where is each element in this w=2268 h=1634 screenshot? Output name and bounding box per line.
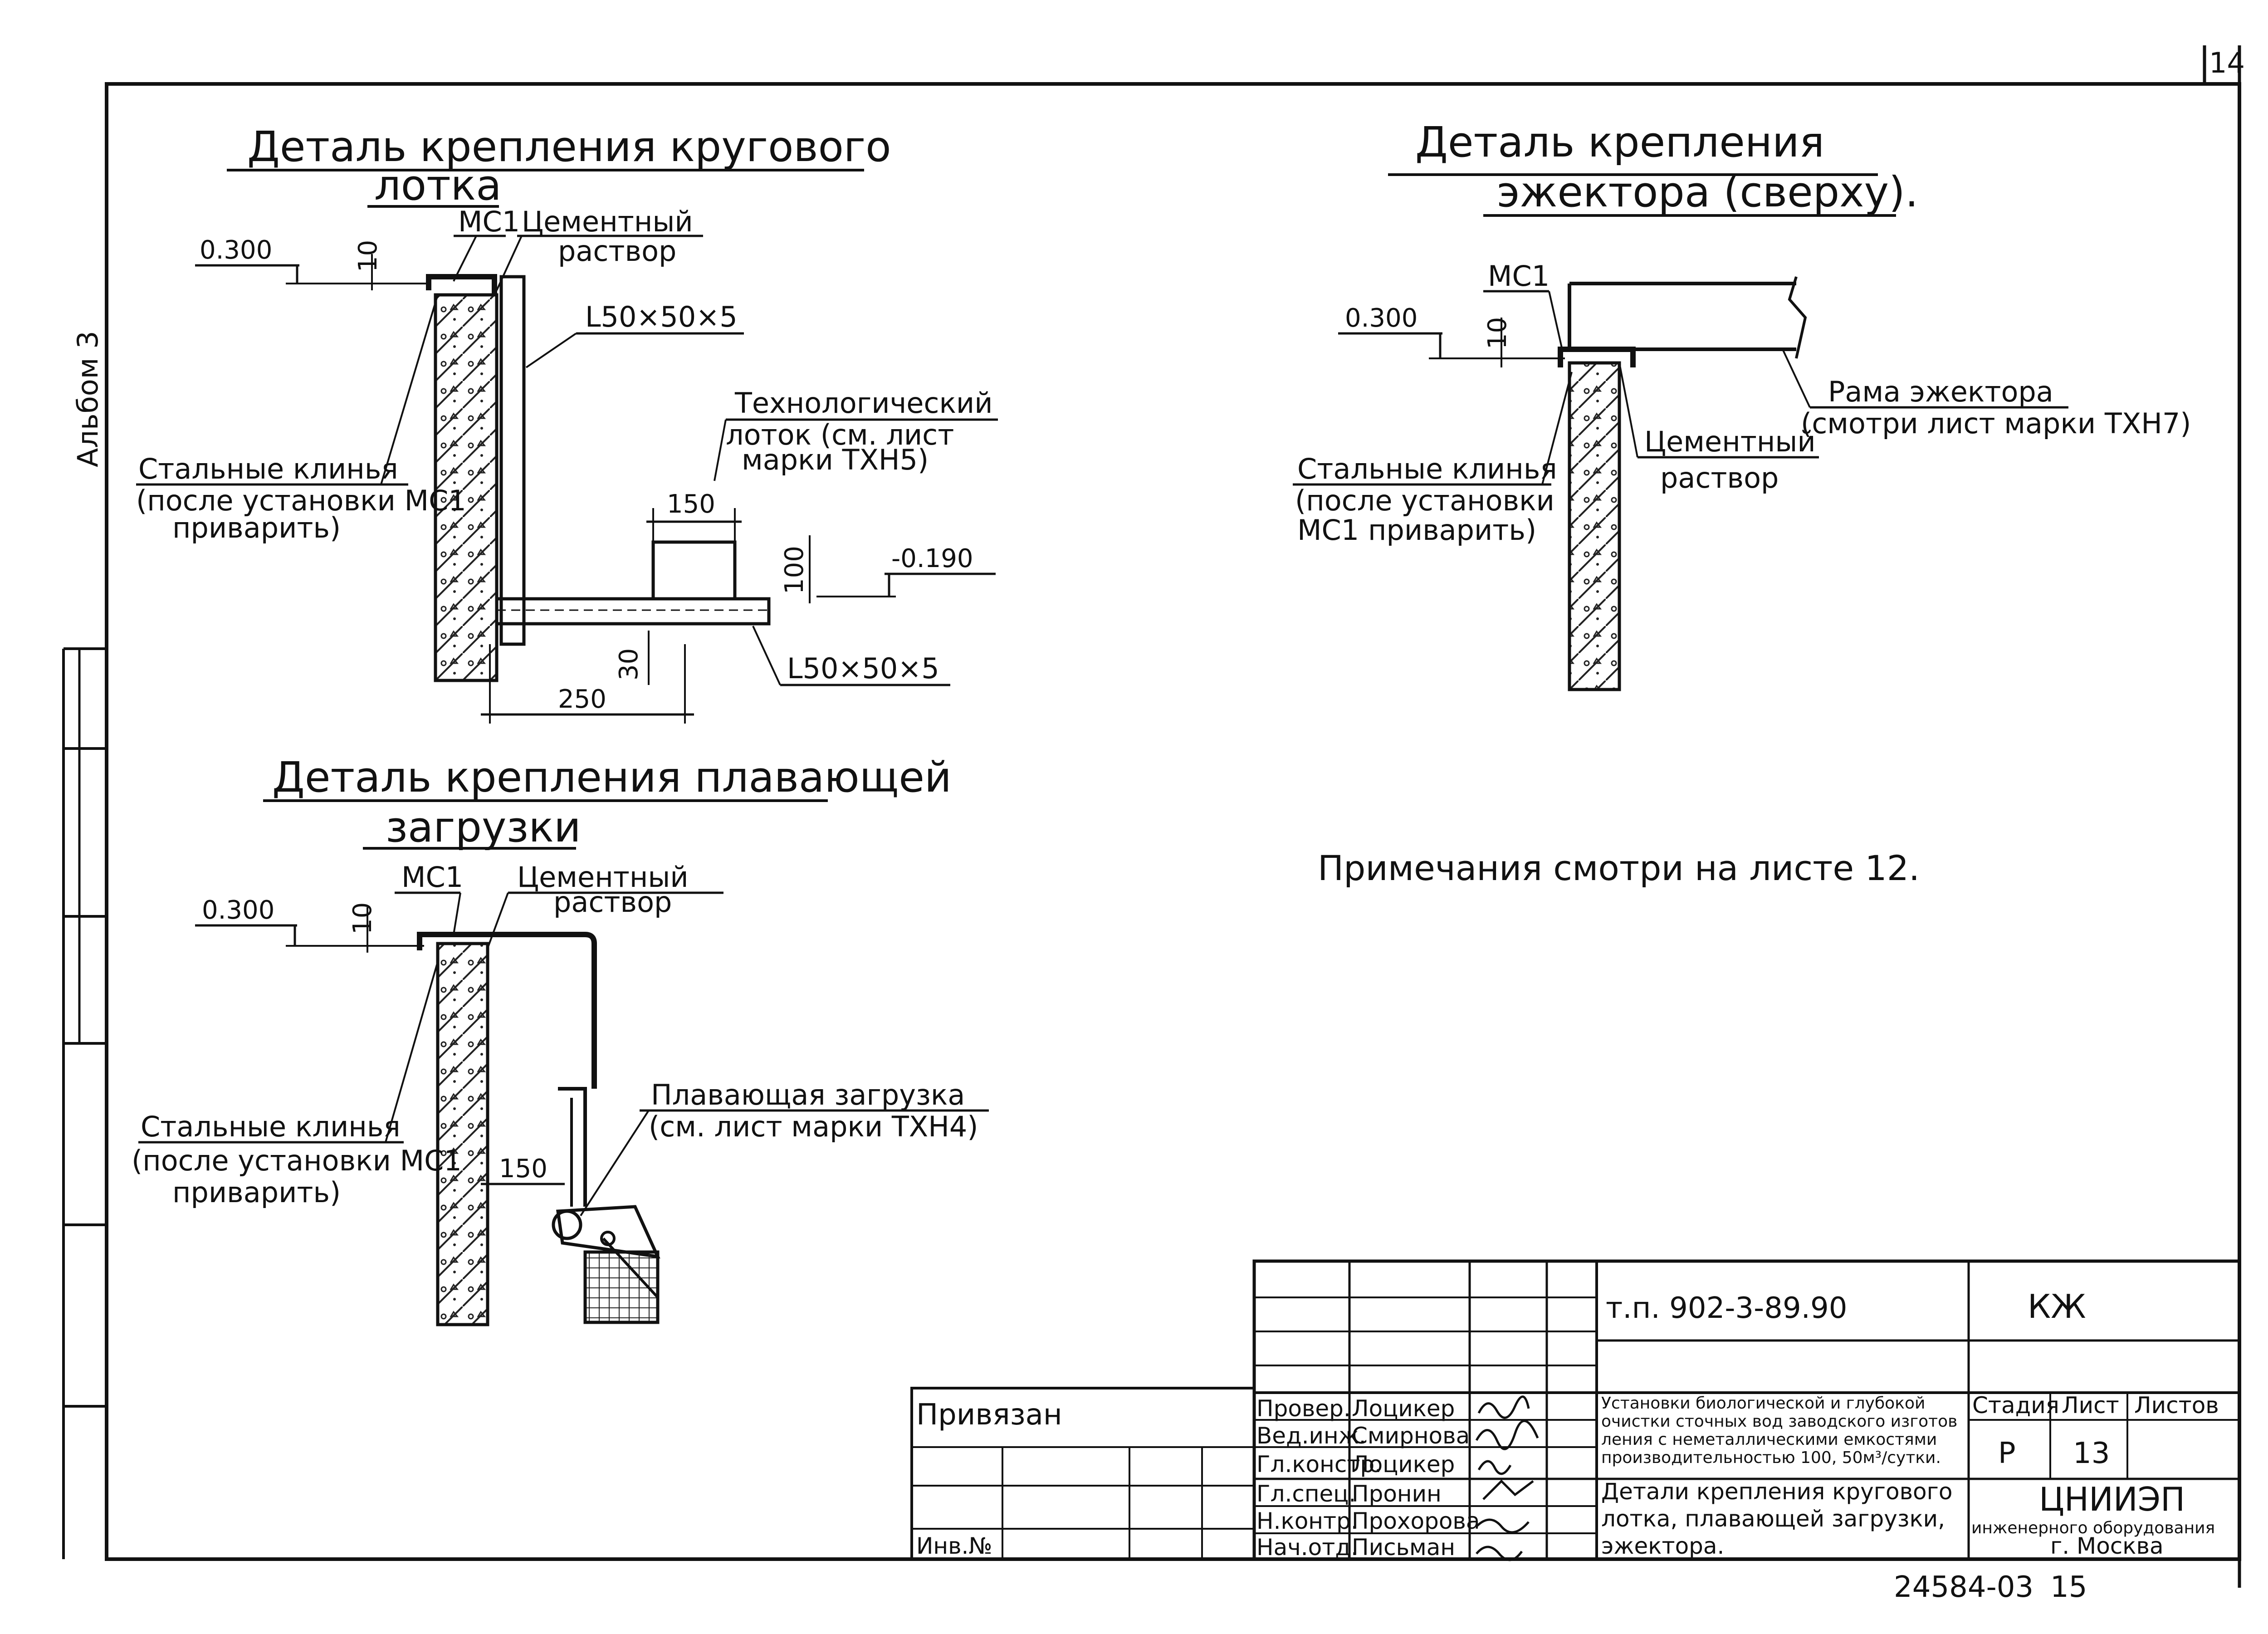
detail2-wedges-line1: Стальные клинья — [141, 1110, 401, 1143]
detail2-floating-block — [583, 1250, 660, 1324]
detail3-wedges-line2: (после установки — [1295, 484, 1554, 517]
detail1-wedges-line3: приварить) — [172, 511, 341, 544]
detail3-wedges-line1: Стальные клинья — [1297, 452, 1557, 485]
detail2-title-line1: Деталь крепления плавающей — [272, 753, 952, 802]
role-4: Гл.спец. — [1256, 1481, 1356, 1507]
detail1-title-line1: Деталь крепления кругового — [247, 122, 891, 171]
role-3: Гл.констр. — [1256, 1451, 1382, 1477]
inv-label: Инв.№ — [916, 1533, 992, 1559]
sheets-label: Листов — [2134, 1392, 2219, 1419]
role-6: Нач.отд. — [1256, 1534, 1358, 1561]
bottom-page: 15 — [2050, 1570, 2087, 1604]
detail2-mc1-plate — [417, 932, 597, 1089]
detail2-floating-line2: (см. лист марки ТХН4) — [649, 1110, 978, 1143]
detail2-floating-line1: Плавающая загрузка — [651, 1078, 965, 1111]
detail3-wall — [1568, 361, 1621, 691]
sheet-title-line1: Детали крепления кругового — [1601, 1478, 1953, 1505]
detail1-dim-10: 10 — [353, 240, 383, 272]
detail2-mortar-line2: раствор — [553, 885, 672, 919]
role-5: Н.контр. — [1256, 1508, 1358, 1534]
detail1-mc1-plate — [426, 274, 497, 295]
detail1-angle-top-label: L50×50×5 — [585, 300, 738, 333]
detail3-mortar-line2: раствор — [1660, 461, 1779, 494]
org-line2: инженерного оборудования — [1971, 1519, 2215, 1537]
detail2-level-top: 0.300 — [202, 895, 274, 925]
detail1-angle-horizontal — [495, 597, 771, 626]
desc-line1: Установки биологической и глубокой — [1601, 1394, 1925, 1413]
detail1-angle-vertical — [499, 275, 526, 646]
detail3-mortar-line1: Цементный — [1644, 425, 1816, 458]
title-block: Привязан Инв.№ т.п. 902-3-89.90 КЖ Прове… — [910, 1259, 2241, 1561]
detail1-mortar-line1: Цементный — [522, 205, 693, 238]
detail1-mortar-line2: раствор — [558, 235, 676, 268]
org-line3: г. Москва — [2050, 1533, 2164, 1559]
detail-ejector: Деталь крепления эжектора (сверху). МС1 … — [1293, 118, 2191, 691]
desc-line4: производительностью 100, 50м³/сутки. — [1601, 1448, 1941, 1467]
detail1-dim-150: 150 — [667, 489, 715, 519]
detail3-mark-mc1: МС1 — [1488, 259, 1549, 293]
detail1-wall — [434, 293, 499, 682]
name-1: Лоцикер — [1352, 1395, 1455, 1422]
detail2-wedges-line3: приварить) — [172, 1176, 341, 1209]
detail3-wedges-line3: МС1 приварить) — [1297, 514, 1536, 547]
detail1-dim-30: 30 — [614, 648, 644, 680]
detail1-wedges-line2: (после установки МС1 — [136, 484, 466, 517]
detail3-level-top: 0.300 — [1345, 303, 1418, 333]
note-text: Примечания смотри на листе 12. — [1318, 848, 1920, 888]
sheet-title-line2: лотка, плавающей загрузки, — [1601, 1506, 1945, 1532]
detail1-tech-tray-line3: марки ТХН5) — [742, 443, 929, 476]
detail1-tech-tray — [651, 540, 737, 601]
role-2: Вед.инж. — [1256, 1423, 1366, 1449]
sheet-label: Лист — [2062, 1392, 2119, 1419]
detail1-dim-250: 250 — [558, 685, 606, 714]
detail3-dim-10: 10 — [1483, 317, 1512, 349]
detail1-title-line2: лотка — [374, 161, 502, 210]
stage-label: Стадия — [1972, 1392, 2059, 1419]
org-line1: ЦНИИЭП — [2039, 1480, 2185, 1518]
detail1-angle-bottom-label: L50×50×5 — [787, 652, 939, 685]
detail3-title-line1: Деталь крепления — [1415, 118, 1824, 166]
detail3-ejector-frame — [1568, 282, 1796, 351]
detail2-mark-mc1: МС1 — [401, 861, 463, 894]
detail2-mortar-line1: Цементный — [517, 861, 689, 894]
detail-round-tray: Деталь крепления кругового лотка 0.300 1… — [136, 122, 998, 724]
name-6: Письман — [1352, 1534, 1455, 1561]
bottom-code: 24584-03 — [1894, 1570, 2033, 1604]
detail1-tech-tray-line1: Технологический — [734, 386, 993, 420]
detail1-wedges-line1: Стальные клинья — [138, 452, 398, 485]
name-2: Смирнова — [1352, 1423, 1470, 1449]
bound-label: Привязан — [916, 1398, 1062, 1432]
sheet-value: 13 — [2073, 1437, 2110, 1470]
album-label: Альбом 3 — [71, 331, 104, 467]
detail3-frame-line1: Рама эжектора — [1828, 375, 2053, 408]
detail3-title-line2: эжектора (сверху). — [1497, 168, 1918, 216]
detail1-mark-mc1: МС1 — [458, 205, 520, 238]
detail1-level-top: 0.300 — [200, 235, 272, 265]
name-5: Прохорова — [1352, 1508, 1480, 1534]
name-4: Пронин — [1352, 1481, 1442, 1507]
document-mark: КЖ — [2028, 1287, 2086, 1326]
detail2-dim-150: 150 — [499, 1154, 547, 1184]
detail1-level-bottom: -0.190 — [891, 544, 973, 573]
signatures — [1475, 1395, 1539, 1561]
desc-line2: очистки сточных вод заводского изготов — [1601, 1412, 1957, 1431]
corner-number: 14 — [2209, 46, 2245, 79]
project-code: т.п. 902-3-89.90 — [1606, 1292, 1847, 1325]
detail2-title-line2: загрузки — [386, 803, 581, 851]
detail2-dim-10: 10 — [348, 902, 377, 934]
detail2-wedges-line2: (после установки МС1 — [132, 1144, 462, 1177]
detail2-wall — [436, 942, 489, 1326]
desc-line3: ления с неметаллическими емкостями — [1601, 1430, 1937, 1449]
detail-floating-load: Деталь крепления плавающей загрузки 0.30… — [132, 753, 989, 1326]
detail1-dim-100: 100 — [780, 546, 809, 594]
detail1-tech-tray-line2: лоток (см. лист — [726, 418, 954, 451]
role-1: Провер. — [1256, 1395, 1351, 1422]
name-3: Лоцикер — [1352, 1451, 1455, 1477]
sheet-title-line3: эжектора. — [1601, 1533, 1724, 1559]
detail3-frame-line2: (смотри лист марки ТХН7) — [1801, 407, 2191, 440]
stage-value: Р — [1998, 1437, 2016, 1470]
